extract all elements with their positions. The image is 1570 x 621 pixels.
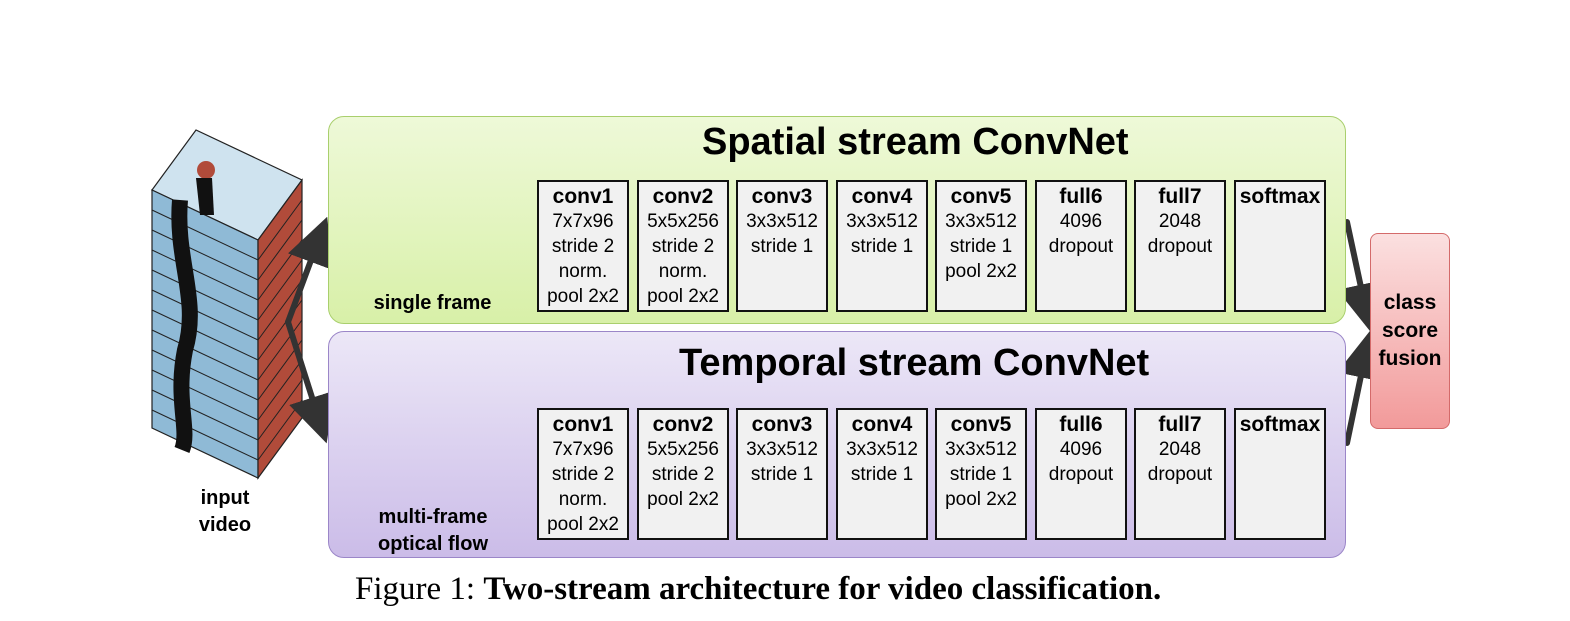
optical-flow-label-line2: optical flow bbox=[378, 533, 488, 555]
spatial-layer-softmax: softmax bbox=[1234, 180, 1326, 312]
temporal-layer-conv5: conv5 3x3x512 stride 1 pool 2x2 bbox=[935, 408, 1027, 540]
fusion-arrows bbox=[1336, 219, 1385, 446]
layer-name: conv5 bbox=[950, 185, 1012, 208]
layer-param: stride 2 bbox=[551, 236, 615, 257]
layer-param: 3x3x512 bbox=[846, 439, 918, 460]
temporal-layer-conv4: conv4 3x3x512 stride 1 bbox=[836, 408, 928, 540]
layer-param: 2048 bbox=[1158, 439, 1202, 460]
layer-name: conv5 bbox=[950, 413, 1012, 436]
spatial-layer-conv1: conv1 7x7x96 stride 2 norm. pool 2x2 bbox=[537, 180, 629, 312]
layer-param: stride 1 bbox=[850, 464, 914, 485]
layer-param: 5x5x256 bbox=[647, 439, 719, 460]
input-video-label-line1: input bbox=[200, 487, 250, 509]
spatial-layer-conv3: conv3 3x3x512 stride 1 bbox=[736, 180, 828, 312]
class-score-fusion-box: class score fusion bbox=[1370, 233, 1450, 429]
layer-name: conv2 bbox=[652, 413, 714, 436]
layer-name: full6 bbox=[1059, 413, 1103, 436]
fusion-label-line2: score bbox=[1381, 319, 1439, 342]
optical-flow-label: multi-frame optical flow bbox=[348, 504, 518, 558]
spatial-stream-title: Spatial stream ConvNet bbox=[702, 121, 1129, 163]
layer-param: pool 2x2 bbox=[547, 514, 619, 535]
spatial-layer-conv5: conv5 3x3x512 stride 1 pool 2x2 bbox=[935, 180, 1027, 312]
layer-param: 3x3x512 bbox=[746, 211, 818, 232]
temporal-layer-full6: full6 4096 dropout bbox=[1035, 408, 1127, 540]
layer-param: 3x3x512 bbox=[846, 211, 918, 232]
layer-name: softmax bbox=[1239, 185, 1321, 208]
layer-param: 3x3x512 bbox=[746, 439, 818, 460]
layer-param: stride 2 bbox=[651, 236, 715, 257]
fusion-label-line3: fusion bbox=[1378, 347, 1442, 370]
spatial-layer-conv2: conv2 5x5x256 stride 2 norm. pool 2x2 bbox=[637, 180, 729, 312]
layer-param: 2048 bbox=[1158, 211, 1202, 232]
layer-param: norm. bbox=[558, 489, 608, 510]
layer-param: pool 2x2 bbox=[945, 489, 1017, 510]
fusion-label-line1: class bbox=[1383, 291, 1437, 314]
single-frame-label: single frame bbox=[373, 292, 492, 314]
layer-param: 7x7x96 bbox=[552, 211, 614, 232]
figure-caption-prefix: Figure 1: bbox=[355, 571, 476, 607]
temporal-layer-conv2: conv2 5x5x256 stride 2 pool 2x2 bbox=[637, 408, 729, 540]
layer-param: 4096 bbox=[1059, 439, 1103, 460]
input-video-stack bbox=[151, 129, 303, 480]
temporal-layer-full7: full7 2048 dropout bbox=[1134, 408, 1226, 540]
layer-name: conv4 bbox=[851, 185, 913, 208]
fusion-label: class score fusion bbox=[1379, 289, 1442, 373]
layer-name: conv1 bbox=[552, 185, 614, 208]
layer-param: dropout bbox=[1147, 464, 1213, 485]
spatial-layer-conv4: conv4 3x3x512 stride 1 bbox=[836, 180, 928, 312]
layer-param: norm. bbox=[558, 261, 608, 282]
temporal-layer-softmax: softmax bbox=[1234, 408, 1326, 540]
input-video-label: input video bbox=[180, 485, 270, 539]
layer-param: stride 2 bbox=[551, 464, 615, 485]
input-arrows bbox=[285, 216, 335, 444]
layer-name: full7 bbox=[1158, 185, 1202, 208]
figure-caption: Figure 1: Two-stream architecture for vi… bbox=[355, 571, 1161, 608]
layer-param: stride 1 bbox=[949, 236, 1013, 257]
layer-param: 5x5x256 bbox=[647, 211, 719, 232]
layer-name: softmax bbox=[1239, 413, 1321, 436]
layer-param: stride 2 bbox=[651, 464, 715, 485]
figure-caption-body: Two-stream architecture for video classi… bbox=[483, 571, 1162, 607]
layer-param: 7x7x96 bbox=[552, 439, 614, 460]
layer-param: 3x3x512 bbox=[945, 439, 1017, 460]
layer-name: conv3 bbox=[751, 413, 813, 436]
layer-param: pool 2x2 bbox=[945, 261, 1017, 282]
temporal-layer-conv3: conv3 3x3x512 stride 1 bbox=[736, 408, 828, 540]
layer-param: pool 2x2 bbox=[647, 286, 719, 307]
layer-param: stride 1 bbox=[949, 464, 1013, 485]
optical-flow-label-line1: multi-frame bbox=[378, 506, 488, 528]
layer-name: conv3 bbox=[751, 185, 813, 208]
temporal-stream-title: Temporal stream ConvNet bbox=[679, 342, 1150, 384]
layer-param: stride 1 bbox=[750, 464, 814, 485]
layer-param: pool 2x2 bbox=[547, 286, 619, 307]
temporal-layer-conv1: conv1 7x7x96 stride 2 norm. pool 2x2 bbox=[537, 408, 629, 540]
layer-name: full6 bbox=[1059, 185, 1103, 208]
layer-param: dropout bbox=[1048, 464, 1114, 485]
layer-param: stride 1 bbox=[850, 236, 914, 257]
layer-name: conv2 bbox=[652, 185, 714, 208]
layer-param: stride 1 bbox=[750, 236, 814, 257]
layer-param: 3x3x512 bbox=[945, 211, 1017, 232]
layer-param: dropout bbox=[1147, 236, 1213, 257]
layer-param: 4096 bbox=[1059, 211, 1103, 232]
input-video-label-line2: video bbox=[198, 514, 252, 536]
layer-param: dropout bbox=[1048, 236, 1114, 257]
layer-name: conv1 bbox=[552, 413, 614, 436]
layer-param: pool 2x2 bbox=[647, 489, 719, 510]
layer-param: norm. bbox=[658, 261, 708, 282]
layer-name: full7 bbox=[1158, 413, 1202, 436]
spatial-layer-full6: full6 4096 dropout bbox=[1035, 180, 1127, 312]
spatial-layer-full7: full7 2048 dropout bbox=[1134, 180, 1226, 312]
layer-name: conv4 bbox=[851, 413, 913, 436]
